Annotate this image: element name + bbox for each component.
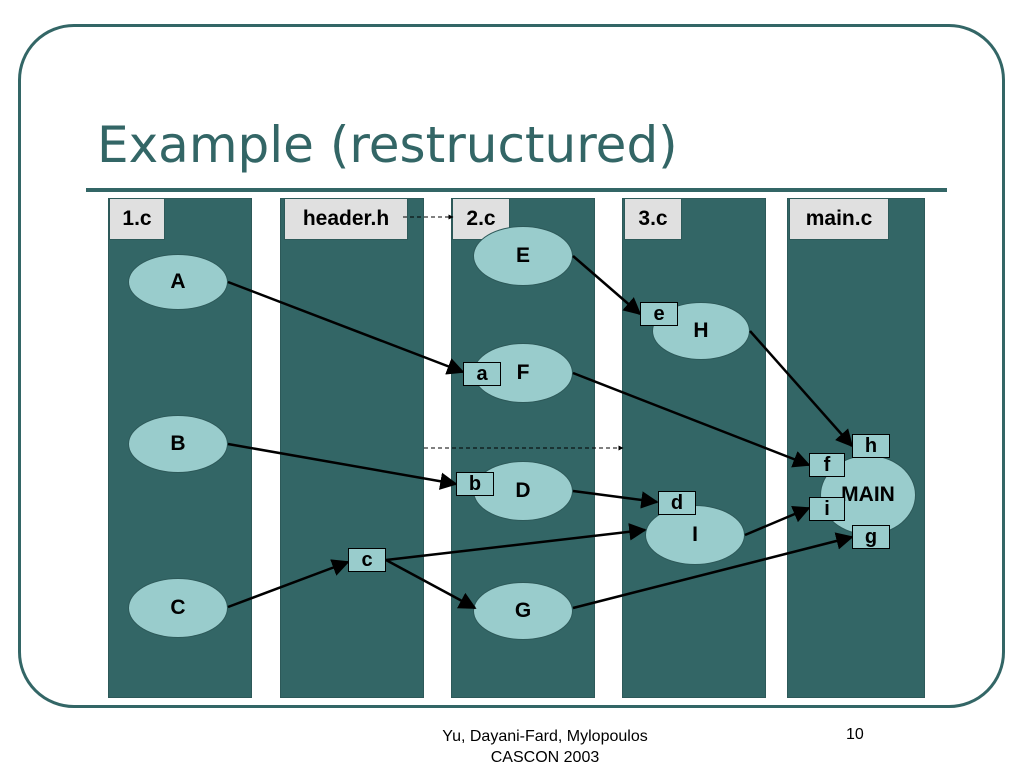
function-node-G: G — [473, 582, 573, 640]
port-f: f — [809, 453, 845, 477]
file-label-main-c: main.c — [789, 198, 889, 240]
page-number: 10 — [846, 726, 864, 743]
column-3c — [622, 198, 766, 698]
port-h: h — [852, 434, 890, 458]
function-node-E: E — [473, 226, 573, 286]
file-label-3c: 3.c — [624, 198, 682, 240]
file-label-1c: 1.c — [109, 198, 165, 240]
footer-venue: CASCON 2003 — [490, 749, 600, 766]
function-node-C: C — [128, 578, 228, 638]
port-a: a — [463, 362, 501, 386]
column-header-h — [280, 198, 424, 698]
function-node-B: B — [128, 415, 228, 473]
footer-authors: Yu, Dayani-Fard, Mylopoulos — [442, 728, 648, 745]
port-c: c — [348, 548, 386, 572]
function-node-A: A — [128, 254, 228, 310]
port-b: b — [456, 472, 494, 496]
slide-title: Example (restructured) — [97, 116, 678, 174]
port-i: i — [809, 497, 845, 521]
file-label-header-h: header.h — [284, 198, 408, 240]
title-divider — [86, 188, 947, 192]
port-g: g — [852, 525, 890, 549]
footer-citation: Yu, Dayani-Fard, Mylopoulos CASCON 2003 — [410, 726, 680, 768]
port-e: e — [640, 302, 678, 326]
port-d: d — [658, 491, 696, 515]
